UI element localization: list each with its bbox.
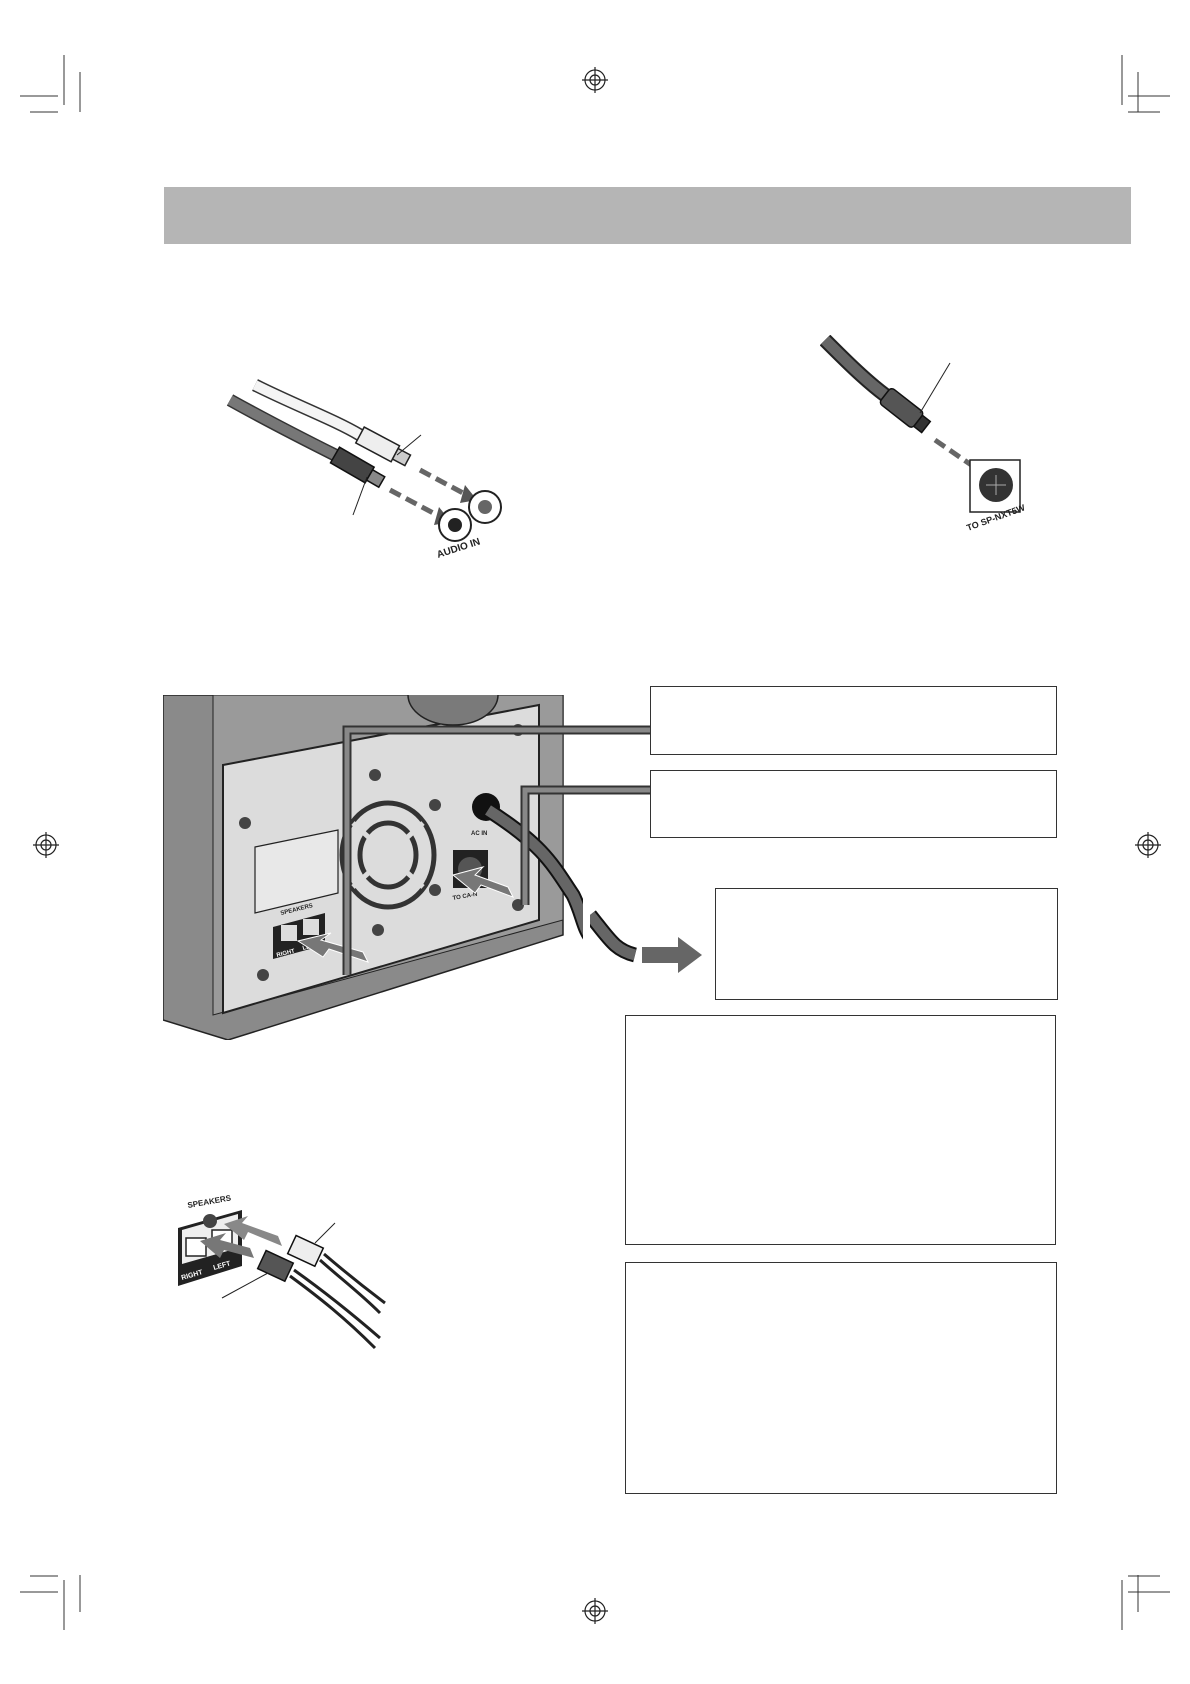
audio-in-rca-illustration: AUDIO IN	[226, 379, 502, 561]
ac-in-label: AC IN	[471, 831, 487, 837]
speakers-detail-label: SPEAKERS	[187, 1193, 233, 1210]
speaker-back-panel-illustration: AC IN TO CA-N SPEAKERS RIGHT LEFT	[163, 695, 583, 1040]
callout-connector-lines	[342, 725, 650, 975]
target-mark-bottom	[582, 1598, 608, 1624]
left-detail-label: LEFT	[213, 1260, 232, 1272]
section-header-band	[164, 187, 1131, 244]
to-ca-label: TO CA-N	[452, 892, 478, 902]
target-mark-right	[1135, 832, 1161, 858]
target-mark-left	[33, 832, 59, 858]
speaker-connector-detail: SPEAKERS RIGHT LEFT	[178, 1193, 386, 1350]
note-box-2	[625, 1262, 1057, 1494]
callout-box-1	[650, 686, 1057, 755]
callout-box-2	[650, 770, 1057, 838]
to-sp-connector-illustration: TO SP-NXT5W	[820, 335, 1027, 533]
note-box-1	[625, 1015, 1056, 1245]
power-cord-arrow	[590, 910, 702, 973]
right-panel-label: RIGHT	[276, 949, 296, 959]
target-mark-top	[582, 67, 608, 93]
callout-box-3	[715, 888, 1058, 1000]
